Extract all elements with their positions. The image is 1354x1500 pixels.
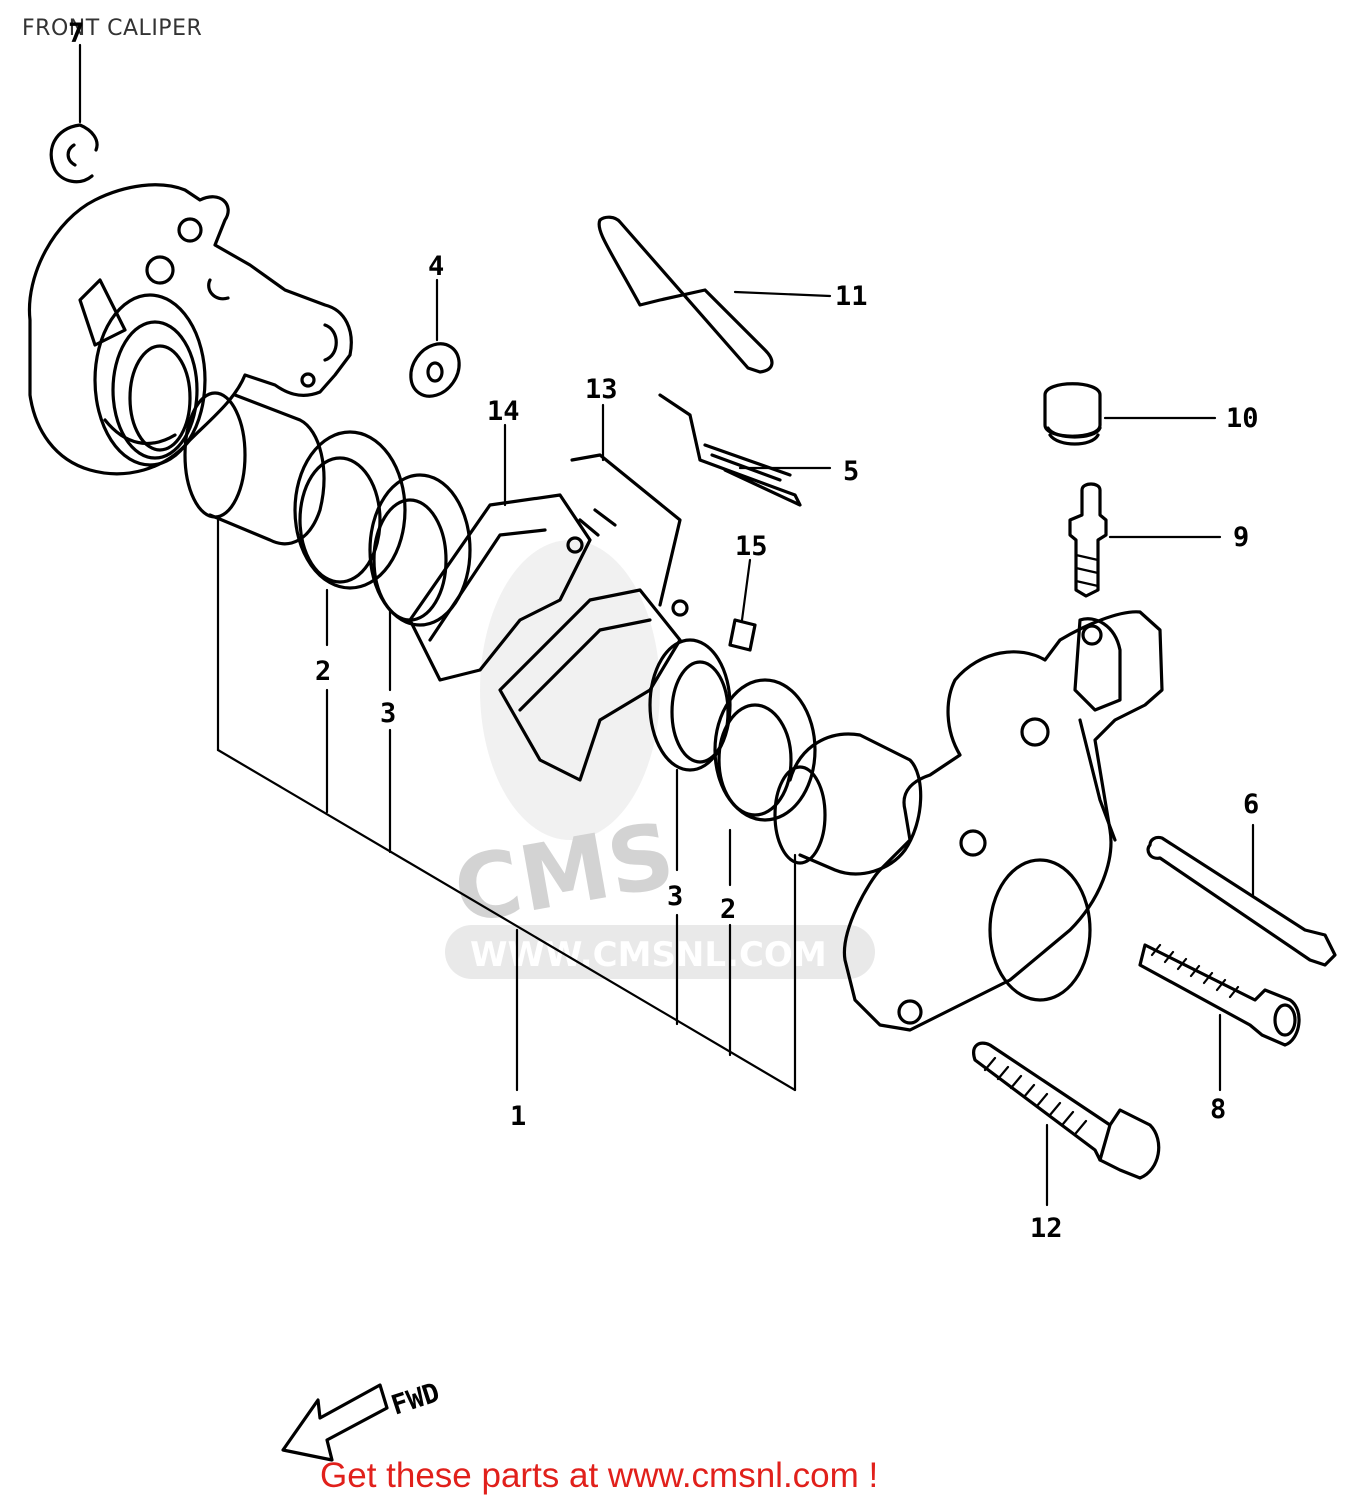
part-label-2-left: 2 — [315, 656, 331, 687]
left-caliper-body — [27, 183, 353, 476]
part-9-bleeder — [1068, 482, 1222, 598]
part-label-1: 1 — [510, 1101, 526, 1132]
part-label-7: 7 — [68, 18, 84, 49]
footer-link[interactable]: Get these parts at www.cmsnl.com ! — [320, 1456, 879, 1495]
part-label-9: 9 — [1233, 522, 1249, 553]
part-labels: 7 4 11 13 14 5 10 9 15 2 3 6 3 2 8 1 12 — [68, 18, 1259, 1244]
watermark-logo: CMS — [447, 803, 682, 945]
part-5-clip — [658, 393, 832, 507]
assembly-leader-lines — [216, 518, 797, 1092]
part-label-15: 15 — [735, 531, 768, 562]
part-label-2-right: 2 — [720, 894, 736, 925]
part-label-3-right: 3 — [667, 881, 683, 912]
part-label-3-left: 3 — [380, 698, 396, 729]
right-caliper-body — [842, 610, 1164, 1032]
part-label-11: 11 — [835, 281, 868, 312]
watermark: CMS WWW.CMSNL.COM — [445, 540, 875, 979]
part-10-cap — [1043, 382, 1217, 446]
fwd-arrow: FWD — [281, 1377, 444, 1462]
part-label-4: 4 — [428, 251, 444, 282]
part-label-12: 12 — [1030, 1213, 1063, 1244]
part-6-pin — [1146, 823, 1337, 967]
part-label-6: 6 — [1243, 789, 1259, 820]
part-4-washer — [409, 278, 461, 398]
part-label-14: 14 — [487, 396, 520, 427]
diagram-title: FRONT CALIPER — [22, 16, 203, 41]
fwd-label: FWD — [388, 1377, 444, 1422]
part-label-5: 5 — [843, 456, 859, 487]
part-label-8: 8 — [1210, 1094, 1226, 1125]
part-12-bolt — [972, 1041, 1161, 1207]
part-11-shim — [597, 215, 832, 374]
part-7-clip — [49, 43, 99, 184]
watermark-url: WWW.CMSNL.COM — [470, 935, 827, 975]
left-piston-and-seals — [183, 391, 472, 627]
part-label-13: 13 — [585, 374, 618, 405]
right-piston-and-seals — [648, 638, 923, 876]
part-label-10: 10 — [1226, 403, 1259, 434]
part-8-bolt — [1138, 943, 1301, 1092]
